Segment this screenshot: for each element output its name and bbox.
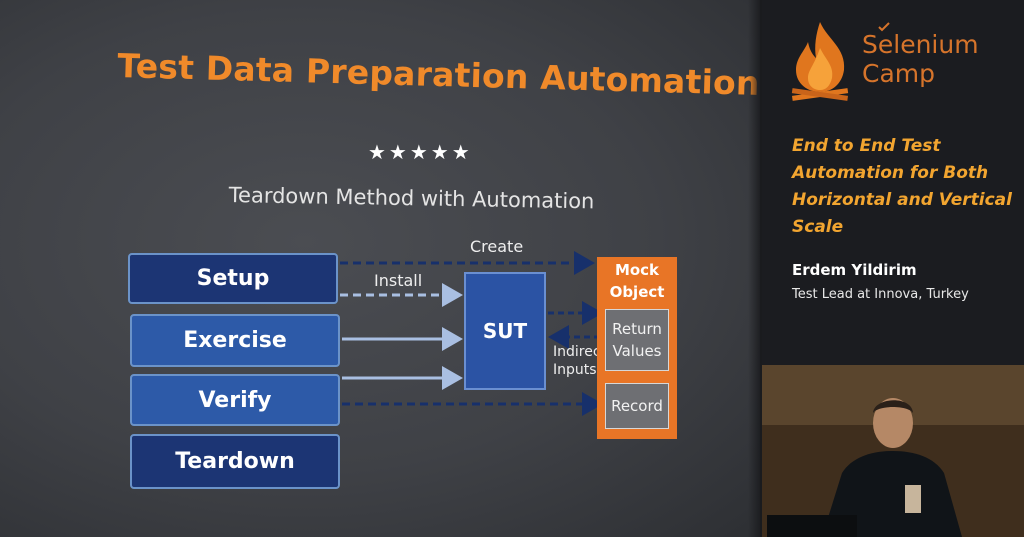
speaker-role: Test Lead at Innova, Turkey — [792, 287, 969, 302]
phase-verify: Verify — [130, 374, 340, 426]
speaker-name: Erdem Yildirim — [792, 261, 917, 279]
phase-exercise: Exercise — [130, 314, 340, 367]
brand-name: Selenium Camp — [862, 30, 979, 88]
brand-name-line1: Selenium — [862, 30, 979, 59]
phase-exercise-label: Exercise — [183, 328, 287, 353]
return-values-box: Return Values — [605, 309, 669, 371]
presentation-slide: Test Data Preparation Automation ★★★★★ T… — [0, 0, 760, 537]
phase-teardown: Teardown — [130, 434, 340, 489]
flame-icon — [791, 22, 849, 101]
phase-teardown-label: Teardown — [175, 449, 295, 474]
create-label: Create — [470, 237, 524, 256]
install-label: Install — [374, 271, 423, 290]
speaker-video-image — [762, 365, 1024, 537]
speaker-video — [762, 365, 1024, 537]
sut-label: SUT — [482, 319, 528, 343]
slide-edge-shadow — [748, 0, 762, 537]
mock-object-label: Mock Object — [609, 261, 665, 301]
sut-box: SUT — [464, 272, 546, 390]
phase-setup-label: Setup — [196, 266, 270, 291]
mock-object-box: Mock Object Return Values Record — [597, 257, 677, 439]
talk-title: End to End Test Automation for Both Hori… — [792, 136, 1012, 237]
return-values-label: Return Values — [612, 320, 662, 360]
record-box: Record — [605, 383, 669, 429]
record-label: Record — [611, 397, 663, 415]
indirect-inputs-label: Indirect Inputs — [553, 344, 607, 378]
diagram-arrows — [340, 251, 603, 416]
checkmark-icon — [878, 22, 890, 32]
rating-stars: ★★★★★ — [368, 140, 473, 164]
phase-verify-label: Verify — [198, 387, 272, 413]
brand-name-line2: Camp — [862, 59, 935, 88]
phase-setup: Setup — [128, 253, 338, 304]
